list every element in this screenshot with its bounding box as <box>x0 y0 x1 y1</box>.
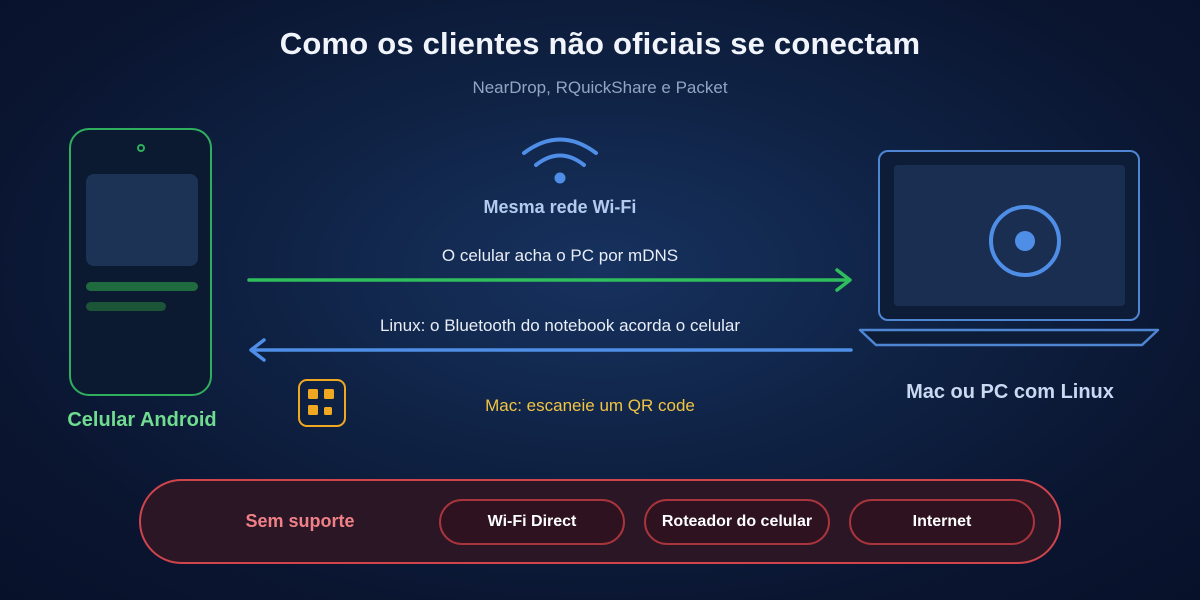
android-phone-icon <box>69 128 212 396</box>
phone-camera <box>137 144 145 152</box>
unsupported-item-hotspot: Roteador do celular <box>644 499 830 545</box>
phone-screen <box>86 174 198 266</box>
target-dot <box>1015 231 1035 251</box>
wifi-label: Mesma rede Wi-Fi <box>483 197 637 217</box>
right-arrow-icon <box>247 268 852 292</box>
qr-code-icon <box>298 379 346 427</box>
phone-text-line <box>86 302 166 311</box>
diagram-subtitle: NearDrop, RQuickShare e Packet <box>472 78 728 97</box>
bluetooth-arrow-label: Linux: o Bluetooth do notebook acorda o … <box>379 316 741 335</box>
phone-text-line <box>86 282 198 291</box>
phone-label: Celular Android <box>67 409 217 431</box>
qr-label: Mac: escaneie um QR code <box>485 396 695 415</box>
target-ring-icon <box>989 205 1061 277</box>
laptop-base <box>858 328 1160 347</box>
laptop-label: Mac ou PC com Linux <box>906 381 1114 403</box>
left-arrow-icon <box>249 338 853 362</box>
unsupported-item-internet: Internet <box>849 499 1035 545</box>
laptop-screen <box>894 165 1125 306</box>
discovery-arrow-label: O celular acha o PC por mDNS <box>441 246 679 265</box>
unsupported-label: Sem suporte <box>245 511 355 531</box>
wifi-icon <box>522 137 598 184</box>
diagram-title: Como os clientes não oficiais se conecta… <box>279 26 921 61</box>
laptop-icon <box>878 150 1140 321</box>
unsupported-item-wifi-direct: Wi-Fi Direct <box>439 499 625 545</box>
